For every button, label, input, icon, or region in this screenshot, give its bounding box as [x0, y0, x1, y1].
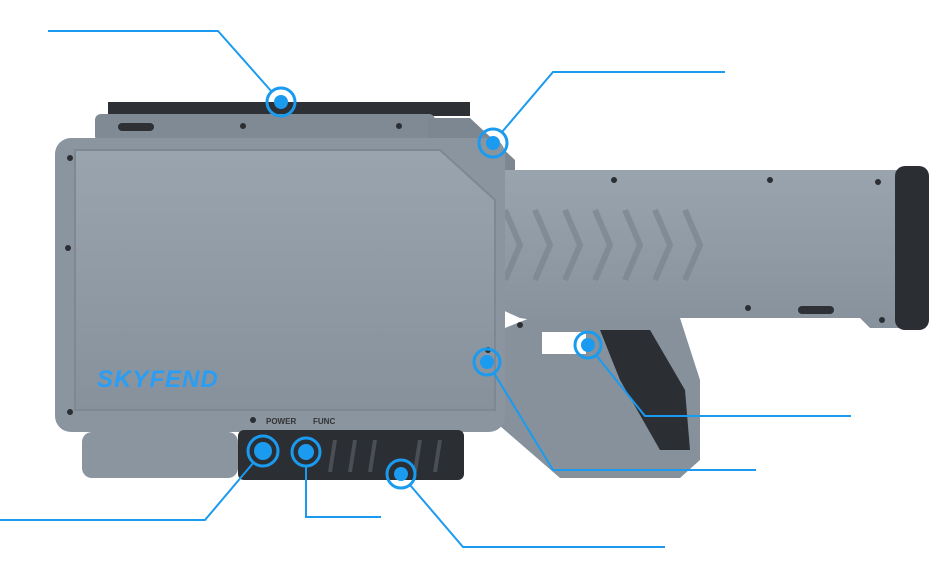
device-body: SKYFEND POWER FUNC: [55, 102, 929, 480]
callout-grip-button[interactable]: [472, 347, 756, 471]
func-label: FUNC: [313, 417, 335, 426]
callout-func-button[interactable]: [290, 436, 381, 518]
brand-logo: SKYFEND: [97, 366, 219, 393]
stock: [470, 170, 900, 330]
callout-trigger[interactable]: [573, 330, 851, 417]
callout-bottom-vent[interactable]: [385, 458, 665, 548]
callout-top-rail[interactable]: [48, 30, 297, 118]
callout-power-button[interactable]: [0, 434, 280, 521]
power-label: POWER: [266, 417, 296, 426]
butt-pad: [895, 166, 929, 330]
top-rail: [108, 102, 470, 116]
callout-side-switch[interactable]: [477, 71, 725, 159]
callouts: [0, 30, 851, 548]
battery-pad: [82, 432, 238, 478]
